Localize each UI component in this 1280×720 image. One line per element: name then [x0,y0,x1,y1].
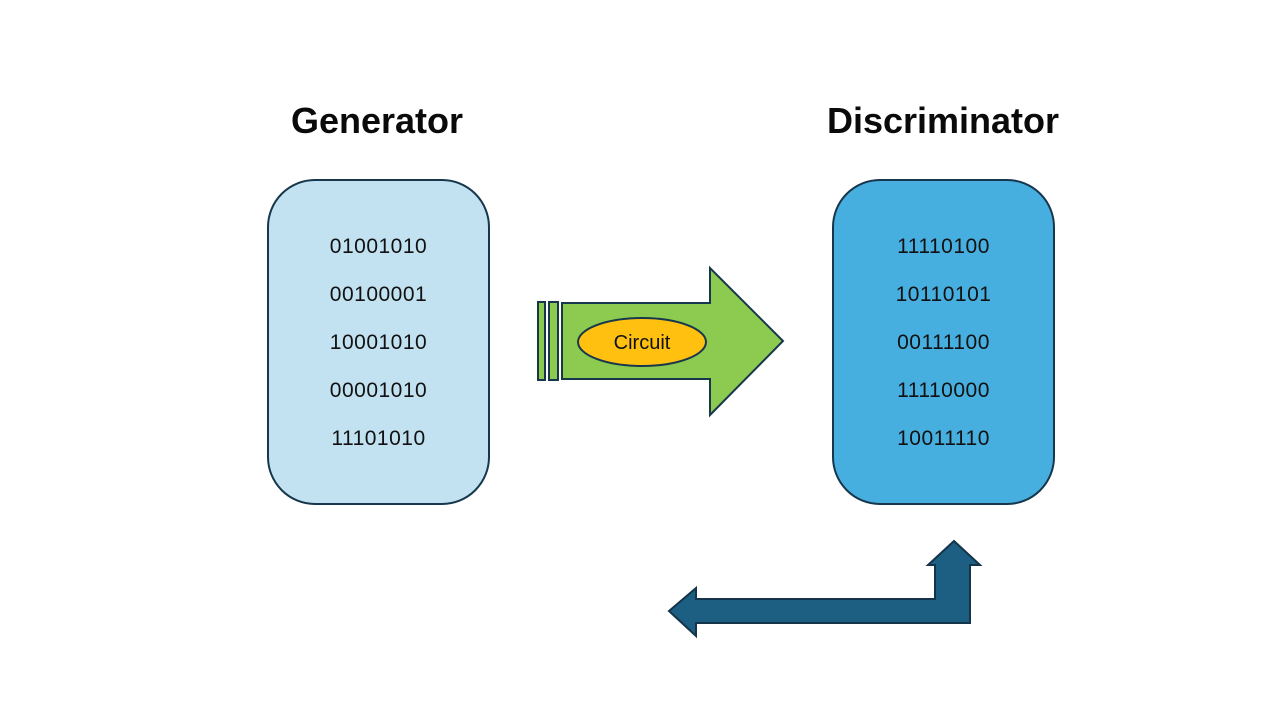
circuit-arrow: Circuit [537,265,785,418]
circuit-label: Circuit [614,332,671,354]
arrow-stripe-icon [548,301,559,381]
binary-string: 10011110 [897,426,990,450]
binary-string: 11110100 [897,234,990,258]
binary-string: 11110000 [897,378,990,402]
generator-title: Generator [290,100,464,141]
bent-arrow-icon [667,539,983,639]
binary-string: 01001010 [329,234,428,258]
binary-string: 10110101 [895,282,992,306]
binary-string: 11101010 [331,426,426,450]
discriminator-box: 11110100 10110101 00111100 11110000 1001… [832,179,1055,505]
circuit-ellipse [577,317,707,367]
binary-string: 00001010 [329,378,428,402]
binary-string: 00100001 [329,282,428,306]
binary-string: 00111100 [897,330,990,354]
generator-box: 01001010 00100001 10001010 00001010 1110… [267,179,490,505]
discriminator-title: Discriminator [826,100,1060,141]
arrow-stripe-icon [537,301,546,381]
feedback-arrow [667,539,983,639]
binary-string: 10001010 [329,330,428,354]
